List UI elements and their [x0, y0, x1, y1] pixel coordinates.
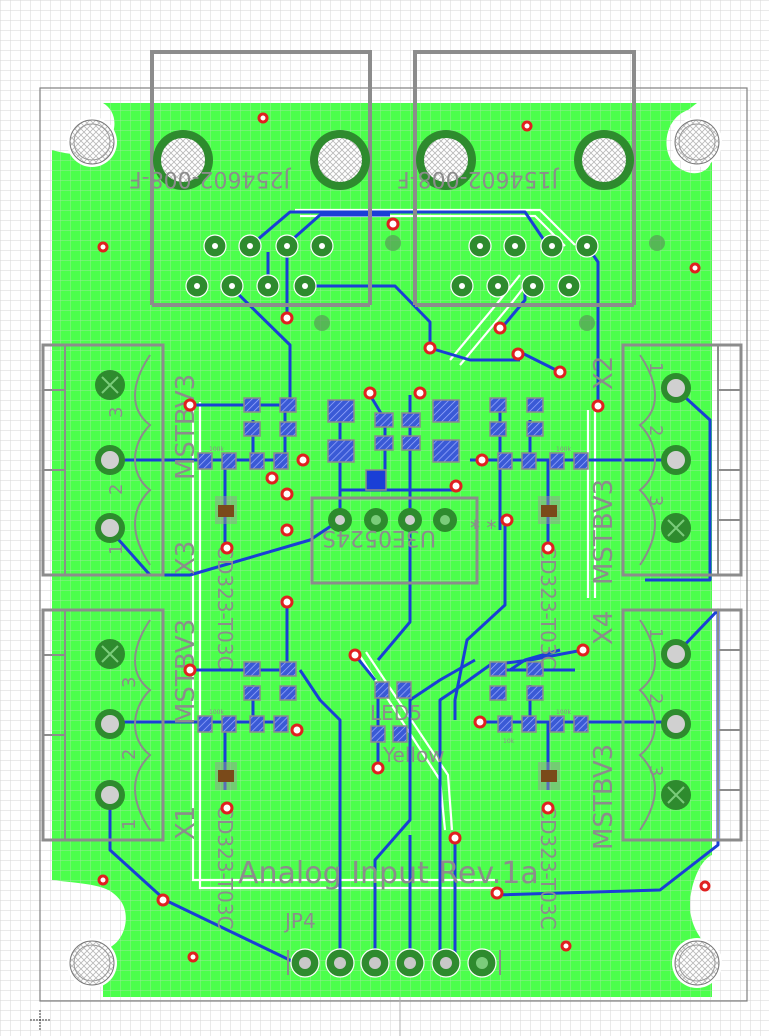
diode: CD323-T03C [536, 762, 560, 930]
x4-pin-1: 1 [645, 628, 666, 639]
x4-value: MSTBV3 [589, 744, 619, 850]
terminal-block-x3: 3 2 1 MSTBV3 X3 [41, 343, 201, 577]
x1-pin-3: 3 [119, 677, 140, 688]
x4-ref: X4 [589, 611, 619, 645]
mounting-hole [672, 938, 722, 988]
diode: CD323-T03C [536, 496, 560, 670]
vias [97, 112, 711, 963]
connector-j2: J254602-008-F [129, 50, 372, 307]
mounting-holes [67, 117, 722, 988]
resistor-value-label: 100k [556, 709, 571, 716]
diode: CD323-T03C [213, 496, 237, 670]
resistor-value-label: 100k [209, 709, 224, 716]
terminal-block-x1: 3 2 1 MSTBV3 X1 [41, 608, 201, 842]
x3-pin-2: 2 [106, 484, 127, 495]
connector-j1: J154602-008-F [397, 50, 636, 307]
smd-pads [197, 397, 589, 743]
x4-pin-3: 3 [645, 765, 666, 776]
j1-label: J154602-008-F [397, 166, 560, 191]
board-title: Analog Input Rev.1a [238, 856, 539, 891]
x1-pin-2: 2 [119, 749, 140, 760]
mounting-hole [67, 938, 117, 988]
diode-label: CD323-T03C [536, 545, 560, 670]
module-u3: U3E0524S * * [310, 496, 496, 585]
jp4-ref: JP4 [283, 909, 316, 933]
x1-ref: X1 [171, 806, 201, 840]
u3-label: U3E0524S [322, 525, 436, 550]
mounting-hole [67, 117, 117, 167]
j2-label: J254602-008-F [129, 166, 292, 191]
x2-pin-1: 1 [645, 362, 666, 373]
diodes: CD323-T03C CD323-T03C CD323-T03C CD323-T… [213, 496, 560, 930]
x3-pin-1: 1 [106, 544, 127, 555]
connector-pins [185, 234, 665, 331]
led5-value: Yellow [382, 743, 445, 767]
x4-pin-2: 2 [645, 693, 666, 704]
x3-value: MSTBV3 [171, 374, 201, 480]
diode-label: CD323-T03C [536, 805, 560, 930]
x2-pin-3: 3 [645, 495, 666, 506]
resistor-value-label: 100k [209, 446, 224, 453]
x2-ref: X2 [589, 356, 619, 390]
board-outline [39, 87, 748, 1002]
diode: CD323-T03C [213, 762, 237, 930]
diode-label: CD323-T03C [213, 545, 237, 670]
origin-cross [30, 1010, 50, 1030]
x2-pin-2: 2 [645, 425, 666, 436]
x3-pin-3: 3 [106, 407, 127, 418]
terminal-block-x2: 1 2 3 X2 MSTBV3 [589, 343, 743, 585]
x3-ref: X3 [171, 541, 201, 575]
resistor-value-label: 100k [556, 446, 571, 453]
header-jp4: JP4 [283, 909, 501, 978]
u3-pin-marks: * * [470, 516, 496, 540]
x1-pin-1: 1 [119, 819, 140, 830]
led5-ref: LED5 [370, 701, 422, 725]
mounting-hole [672, 117, 722, 167]
resistor-value-label-small: 10k [503, 738, 515, 745]
terminal-block-x4: 1 2 3 X4 MSTBV3 [589, 608, 743, 850]
x2-value: MSTBV3 [589, 479, 619, 585]
diode-label: CD323-T03C [213, 805, 237, 930]
